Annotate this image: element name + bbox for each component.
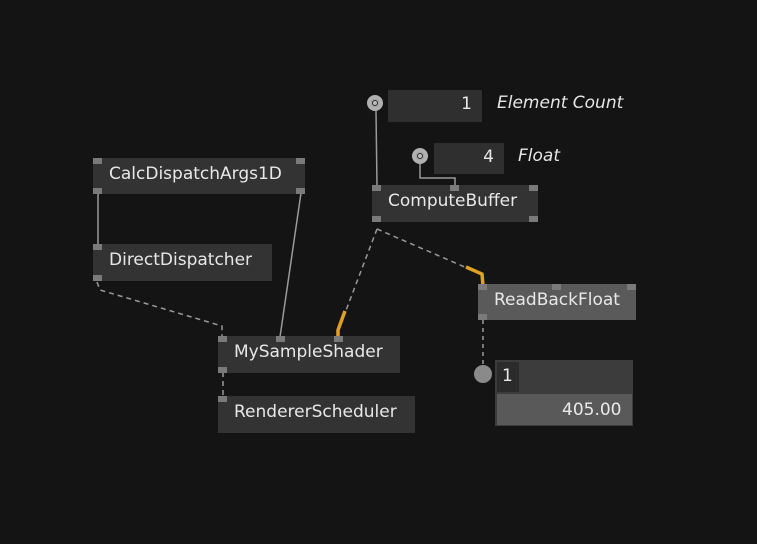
output-pin[interactable]: [372, 216, 381, 222]
node-title: CalcDispatchArgs1D: [109, 164, 282, 184]
float-label: Float: [518, 146, 560, 166]
input-pin[interactable]: [93, 244, 102, 250]
node-renderer-scheduler[interactable]: RendererScheduler: [218, 396, 415, 433]
output-pin[interactable]: [529, 216, 538, 222]
output-pin[interactable]: [478, 314, 487, 320]
input-pin[interactable]: [334, 336, 343, 342]
readback-index: 1: [502, 366, 513, 386]
input-pin[interactable]: [372, 185, 381, 191]
link-calc-to-shader: [279, 192, 302, 338]
input-pin[interactable]: [296, 158, 305, 164]
input-pin[interactable]: [529, 185, 538, 191]
float-value: 4: [483, 147, 494, 167]
knob-dot: [373, 101, 377, 105]
node-title: RendererScheduler: [234, 402, 397, 422]
link-buffer-to-shader-active: [336, 310, 347, 337]
node-direct-dispatcher[interactable]: DirectDispatcher: [93, 244, 272, 281]
node-title: DirectDispatcher: [109, 250, 253, 270]
node-my-sample-shader[interactable]: MySampleShader: [218, 336, 400, 373]
link-buffer-to-shader: [344, 228, 378, 314]
input-pin[interactable]: [552, 284, 561, 290]
node-title: ComputeBuffer: [388, 191, 518, 211]
node-title: MySampleShader: [234, 342, 383, 362]
input-pin[interactable]: [276, 336, 285, 342]
link-count-to-buffer: [375, 110, 378, 187]
element-count-value-box[interactable]: 1: [388, 90, 482, 122]
output-pin[interactable]: [296, 188, 305, 194]
readback-index-box: [497, 362, 519, 392]
link-buffer-to-readback-active: [465, 265, 485, 287]
node-calc-dispatch-args[interactable]: CalcDispatchArgs1D: [93, 158, 305, 194]
input-pin[interactable]: [218, 336, 227, 342]
link-buffer-to-readback: [376, 228, 468, 269]
float-knob-icon[interactable]: [412, 148, 428, 164]
output-pin[interactable]: [93, 275, 102, 281]
node-title: ReadBackFloat: [494, 290, 620, 310]
input-pin[interactable]: [627, 284, 636, 290]
link-dispatcher-to-shader: [96, 281, 223, 337]
element-count-label: Element Count: [497, 93, 624, 113]
node-compute-buffer[interactable]: ComputeBuffer: [372, 185, 538, 222]
float-value-box[interactable]: 4: [434, 143, 504, 174]
input-pin[interactable]: [93, 158, 102, 164]
knob-dot: [418, 154, 422, 158]
node-read-back-float[interactable]: ReadBackFloat: [478, 284, 636, 320]
output-pin[interactable]: [218, 367, 227, 373]
element-count-knob-icon[interactable]: [367, 95, 383, 111]
input-pin[interactable]: [450, 185, 459, 191]
readback-value-box[interactable]: [497, 394, 632, 425]
input-pin[interactable]: [218, 396, 227, 402]
element-count-value: 1: [461, 94, 472, 114]
link-float-to-buffer: [419, 164, 456, 186]
output-pin[interactable]: [93, 188, 102, 194]
output-pin-icon[interactable]: [474, 365, 492, 383]
readback-value: 405.00: [562, 400, 622, 420]
input-pin[interactable]: [478, 284, 487, 290]
